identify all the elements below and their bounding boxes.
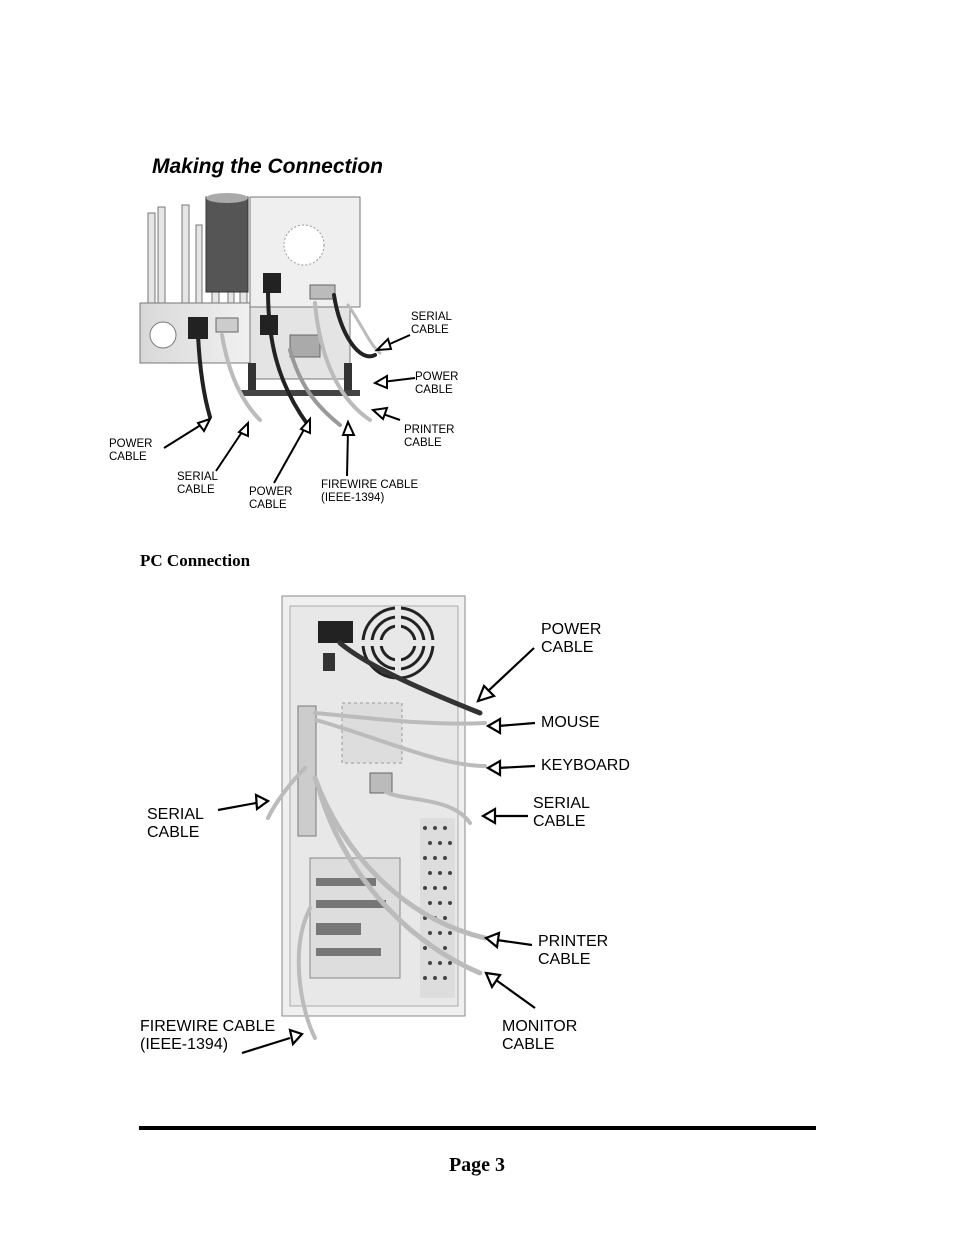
- pc-connection-heading: PC Connection: [140, 551, 251, 570]
- page-number: Page 3: [448, 1154, 506, 1176]
- pc-tower-illustration: [217, 595, 536, 1055]
- label-keyboard: KEYBOARD: [541, 757, 630, 774]
- section-heading: Making the Connection: [152, 155, 383, 178]
- label-mouse: MOUSE: [541, 714, 600, 731]
- footer-rule: [139, 1126, 816, 1130]
- duplicator-illustration: [139, 193, 416, 484]
- label-firewire-cable: FIREWIRE CABLE(IEEE-1394): [140, 1018, 276, 1053]
- label-firewire-cable: FIREWIRE CABLE(IEEE-1394): [321, 479, 419, 504]
